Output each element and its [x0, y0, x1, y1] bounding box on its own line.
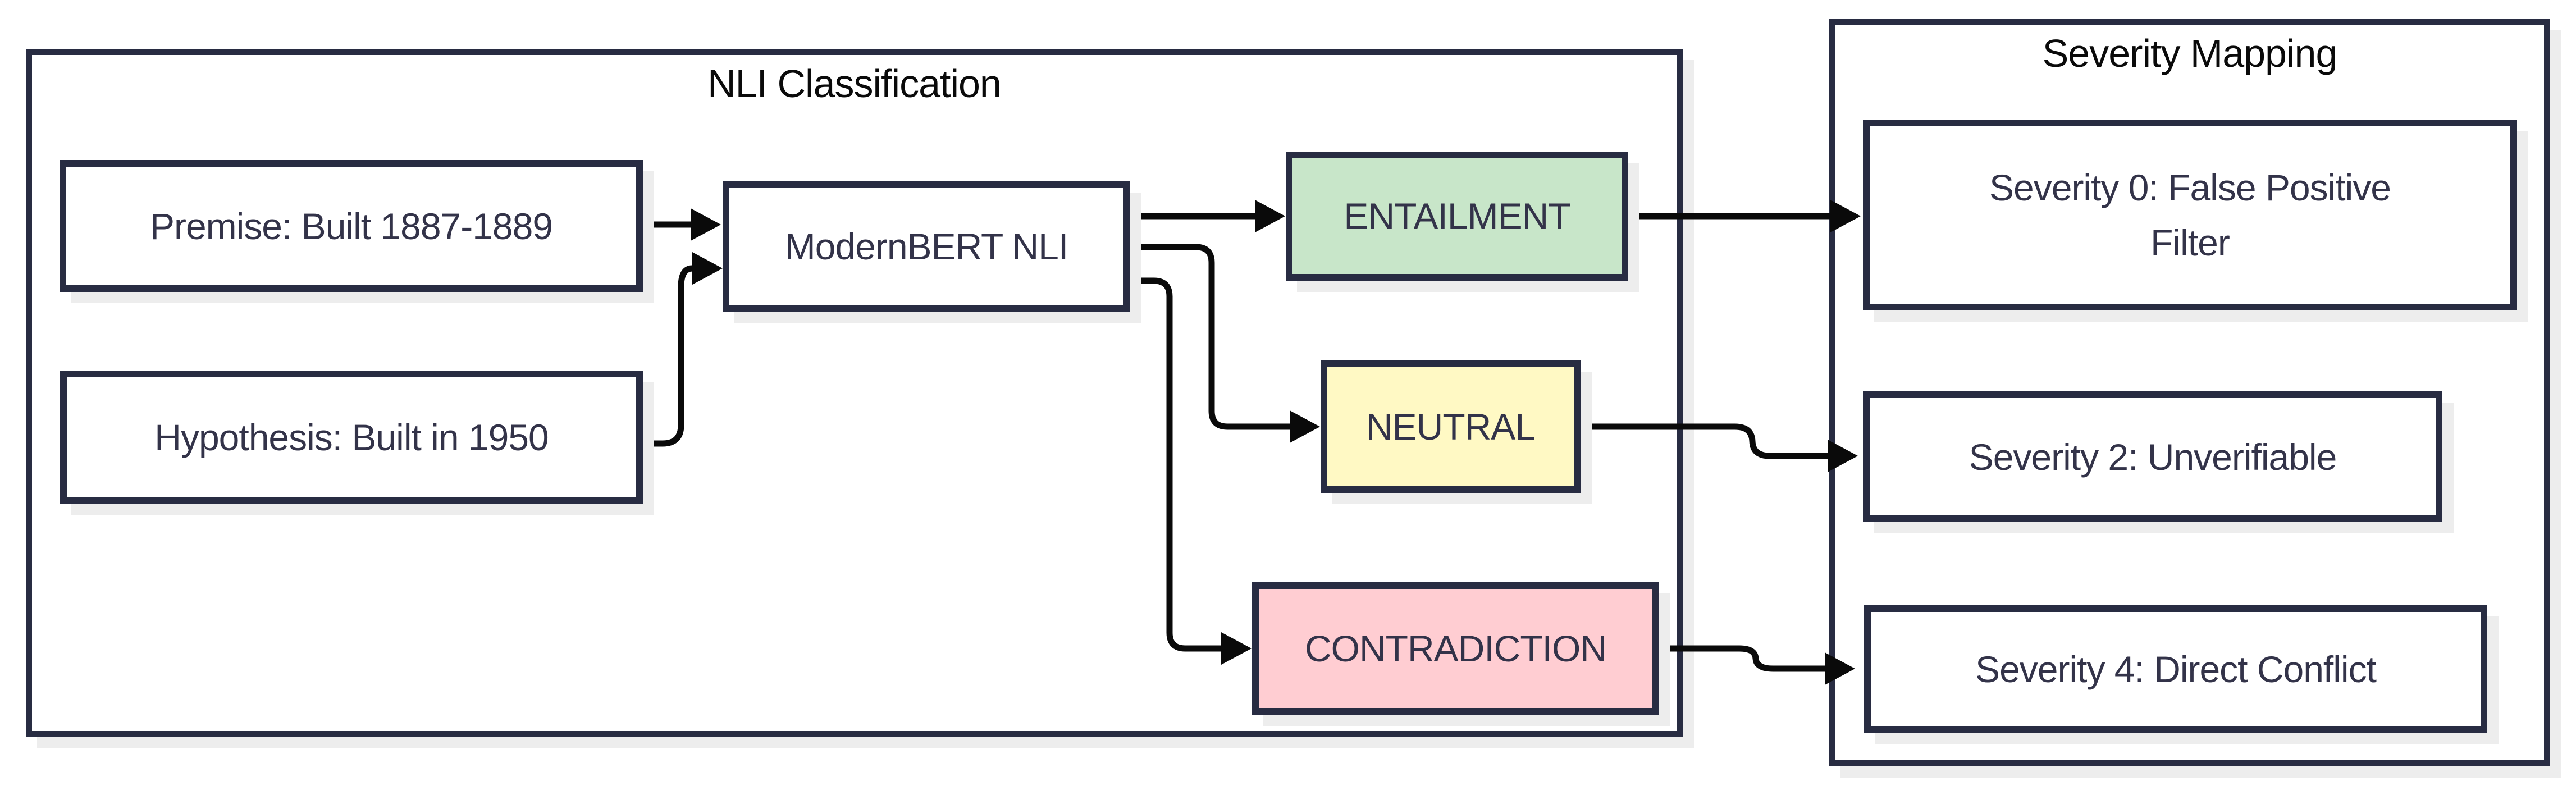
node-severity-0-label: Severity 0: False Positive Filter	[1989, 167, 2391, 263]
node-premise-label: Premise: Built 1887-1889	[149, 205, 553, 247]
node-modernbert-nli-label: ModernBERT NLI	[784, 226, 1068, 267]
node-entailment-label: ENTAILMENT	[1344, 195, 1570, 237]
node-modernbert-nli: ModernBERT NLI	[723, 181, 1130, 312]
node-neutral: NEUTRAL	[1321, 360, 1581, 493]
node-severity-2-label: Severity 2: Unverifiable	[1968, 436, 2337, 478]
node-contradiction-label: CONTRADICTION	[1305, 628, 1607, 669]
node-hypothesis: Hypothesis: Built in 1950	[60, 371, 643, 504]
node-severity-4-label: Severity 4: Direct Conflict	[1975, 648, 2377, 690]
node-entailment: ENTAILMENT	[1286, 152, 1628, 281]
node-severity-0-false-positive-filter: Severity 0: False Positive Filter	[1863, 120, 2517, 310]
node-severity-4-direct-conflict: Severity 4: Direct Conflict	[1864, 605, 2487, 733]
nli-classification-title: NLI Classification	[707, 62, 1002, 106]
arrow-contradiction-to-severity4	[1659, 645, 1855, 685]
node-premise: Premise: Built 1887-1889	[60, 160, 643, 292]
node-hypothesis-label: Hypothesis: Built in 1950	[154, 416, 549, 458]
node-contradiction: CONTRADICTION	[1252, 582, 1659, 715]
node-severity-2-unverifiable: Severity 2: Unverifiable	[1863, 391, 2442, 522]
node-neutral-label: NEUTRAL	[1365, 406, 1536, 447]
severity-mapping-title: Severity Mapping	[2042, 31, 2338, 75]
